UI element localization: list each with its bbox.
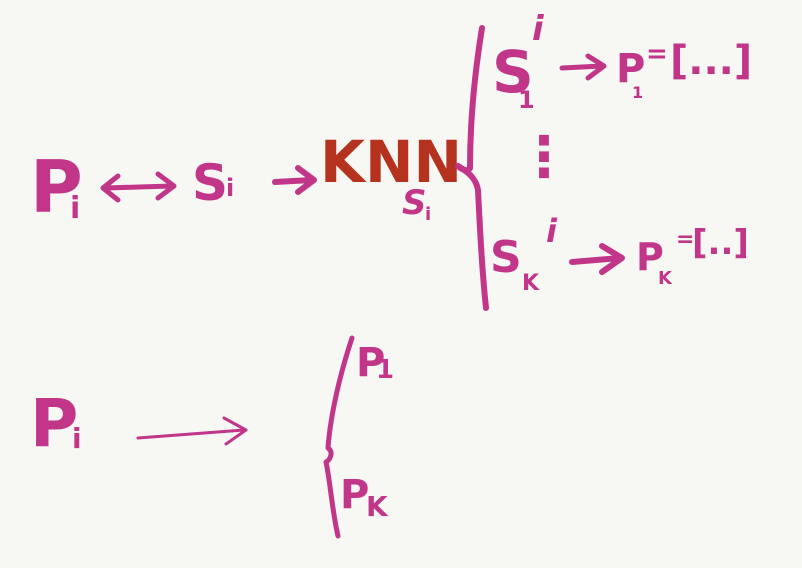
first-s-subscript: 1 (518, 86, 535, 114)
first-s-symbol: S (492, 38, 534, 106)
bottom-arrow-icon (136, 416, 248, 446)
top-brace-icon (455, 25, 489, 311)
first-p-subscript: 1 (632, 83, 643, 102)
last-p-symbol: P (636, 235, 664, 279)
last-equals: = (676, 227, 694, 252)
bottom-brace-icon (323, 335, 355, 539)
last-arrow-icon (569, 243, 625, 275)
last-s-superscript: i (546, 212, 558, 250)
bottom-p-symbol: P (30, 385, 78, 462)
last-vector: [..] (692, 223, 749, 263)
top-s-subscript: i (226, 174, 234, 202)
last-p-subscript: K (658, 268, 673, 289)
bottom-pk-subscript: K (366, 490, 389, 523)
first-vector: [...] (670, 38, 752, 84)
first-equals: = (646, 39, 668, 69)
top-p-subscript: i (70, 191, 80, 226)
bottom-p1-symbol: P (356, 340, 385, 386)
arrow-to-knn-icon (272, 165, 317, 195)
bottom-p-subscript: i (72, 422, 82, 455)
knn-input-symbol: S (402, 183, 427, 223)
ellipsis-vertical: ⋮ (516, 125, 572, 190)
bottom-pk-symbol: P (340, 472, 369, 518)
knn-label: KNN (320, 128, 462, 196)
first-arrow-icon (559, 53, 607, 81)
top-s-symbol: S (192, 154, 228, 212)
top-p-symbol: P (30, 145, 83, 229)
knn-input-subscript: i (425, 204, 431, 225)
first-p-symbol: P (616, 46, 645, 92)
bottom-p1-subscript: 1 (376, 355, 394, 385)
last-s-symbol: S (490, 232, 522, 283)
first-s-superscript: i (532, 9, 545, 49)
double-arrow-icon (100, 171, 177, 203)
last-s-subscript: K (522, 271, 540, 296)
